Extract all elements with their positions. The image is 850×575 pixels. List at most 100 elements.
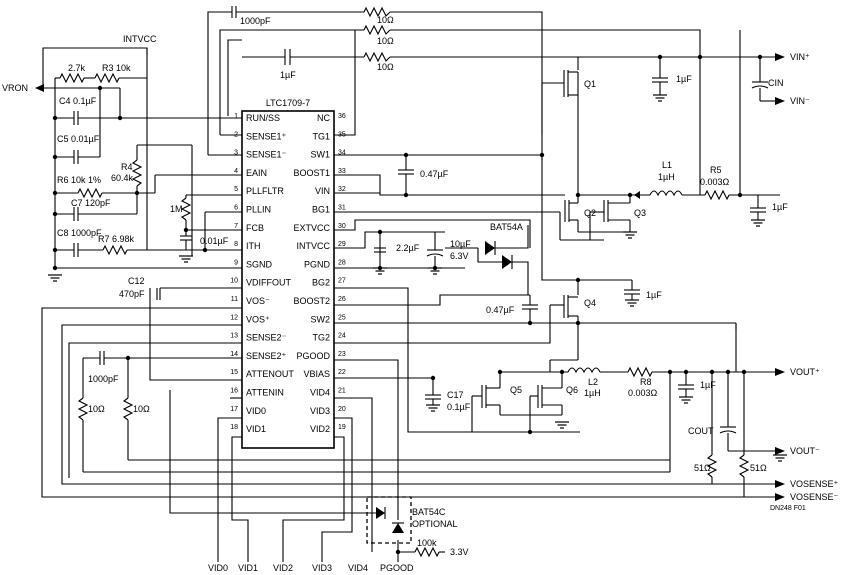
label-2k7: 2.7k [68,63,86,73]
label-10r-a: 10Ω [377,15,394,25]
label-q5: Q5 [510,385,522,395]
vout-plus-arrow [775,368,785,376]
pin-number: 25 [338,314,346,321]
label-vin-minus: VIN⁻ [790,96,810,106]
pin-name: EXTVCC [293,223,330,233]
pin-name: SENSE2⁻ [246,333,287,343]
label-vron: VRON [2,83,28,93]
label-r8: R8 [640,377,652,387]
pin-name: VID4 [310,388,330,398]
pin-number: 26 [338,296,346,303]
ic-pin-9: 9 SGND [234,259,272,269]
label-047uf-top: 0.47µF [420,169,449,179]
label-vsense-plus: VOSENSE⁺ [790,479,839,489]
pin-name: TG2 [312,333,330,343]
pin-name: SW1 [310,150,330,160]
pin-number: 28 [338,259,346,266]
pin-number: 27 [338,278,346,285]
label-bat54c: BAT54C [412,507,446,517]
pin-name: VOS⁻ [246,296,270,306]
label-q2: Q2 [584,208,596,218]
output-stage [471,155,780,497]
label-r8-val: 0.003Ω [628,388,658,398]
label-r5: R5 [710,165,722,175]
pin-number: 21 [338,388,346,395]
pin-name: BG2 [312,278,330,288]
ic-pin-21: 21 VID4 [310,388,346,398]
label-l1: L1 [662,160,672,170]
pin-name: SENSE2⁺ [246,351,287,361]
label-1uf-out: 1µF [700,380,716,390]
label-c12: C12 [128,276,145,286]
pin-number: 11 [231,296,238,303]
ic-pin-11: 11 VOS⁻ [231,296,270,306]
pin-number: 4 [234,168,238,175]
label-c12-val: 470pF [119,289,145,299]
label-22uf: 2.2µF [396,243,420,253]
pin-number: 29 [338,241,346,248]
label-bat54a: BAT54A [490,222,523,232]
label-r4-val: 60.4k [111,173,134,183]
label-vid3: VID3 [312,563,332,573]
label-vsense-minus: VOSENSE⁻ [790,492,839,502]
label-51r-a: 51Ω [694,463,711,473]
label-10r-left-b: 10Ω [133,404,150,414]
pin-name: BOOST1 [293,168,330,178]
vin-minus-arrow [775,97,785,105]
right-ic-wires [169,30,580,562]
pin-name: ATTENOUT [246,369,294,379]
pin-name: VDIFFOUT [246,278,291,288]
label-1uf-top: 1µF [280,70,296,80]
label-q6: Q6 [566,385,578,395]
label-c5: C5 0.01µF [57,134,100,144]
label-1uf-r: 1µF [772,202,788,212]
label-c4: C4 0.1µF [59,96,97,106]
switch-node-dot [634,191,640,199]
label-cin: CIN [768,78,784,88]
label-r3: R3 10k [102,63,131,73]
label-10uf-v: 6.3V [450,251,469,261]
pin-name: PGOOD [296,351,330,361]
pin-name: VID1 [246,424,266,434]
label-intvcc: INTVCC [123,34,157,44]
pin-name: TG1 [312,131,330,141]
pin-number: 30 [338,223,346,230]
pin-name: FCB [246,223,264,233]
left-feedback [41,288,780,498]
pin-number: 24 [338,333,346,340]
pin-number: 32 [338,186,346,193]
label-51r-b: 51Ω [750,463,767,473]
pin-name: NC [317,113,330,123]
label-3v3: 3.3V [450,547,469,557]
label-c17: C17 [447,390,464,400]
pin-name: VID2 [310,424,330,434]
pin-name: VBIAS [303,369,330,379]
pin-number: 9 [234,259,238,266]
label-10uf: 10µF [450,239,471,249]
pin-number: 12 [230,314,238,321]
pin-name: SGND [246,259,273,269]
label-c7: C7 120pF [71,198,111,208]
pin-name: BG1 [312,205,330,215]
label-100k: 100k [417,538,437,548]
